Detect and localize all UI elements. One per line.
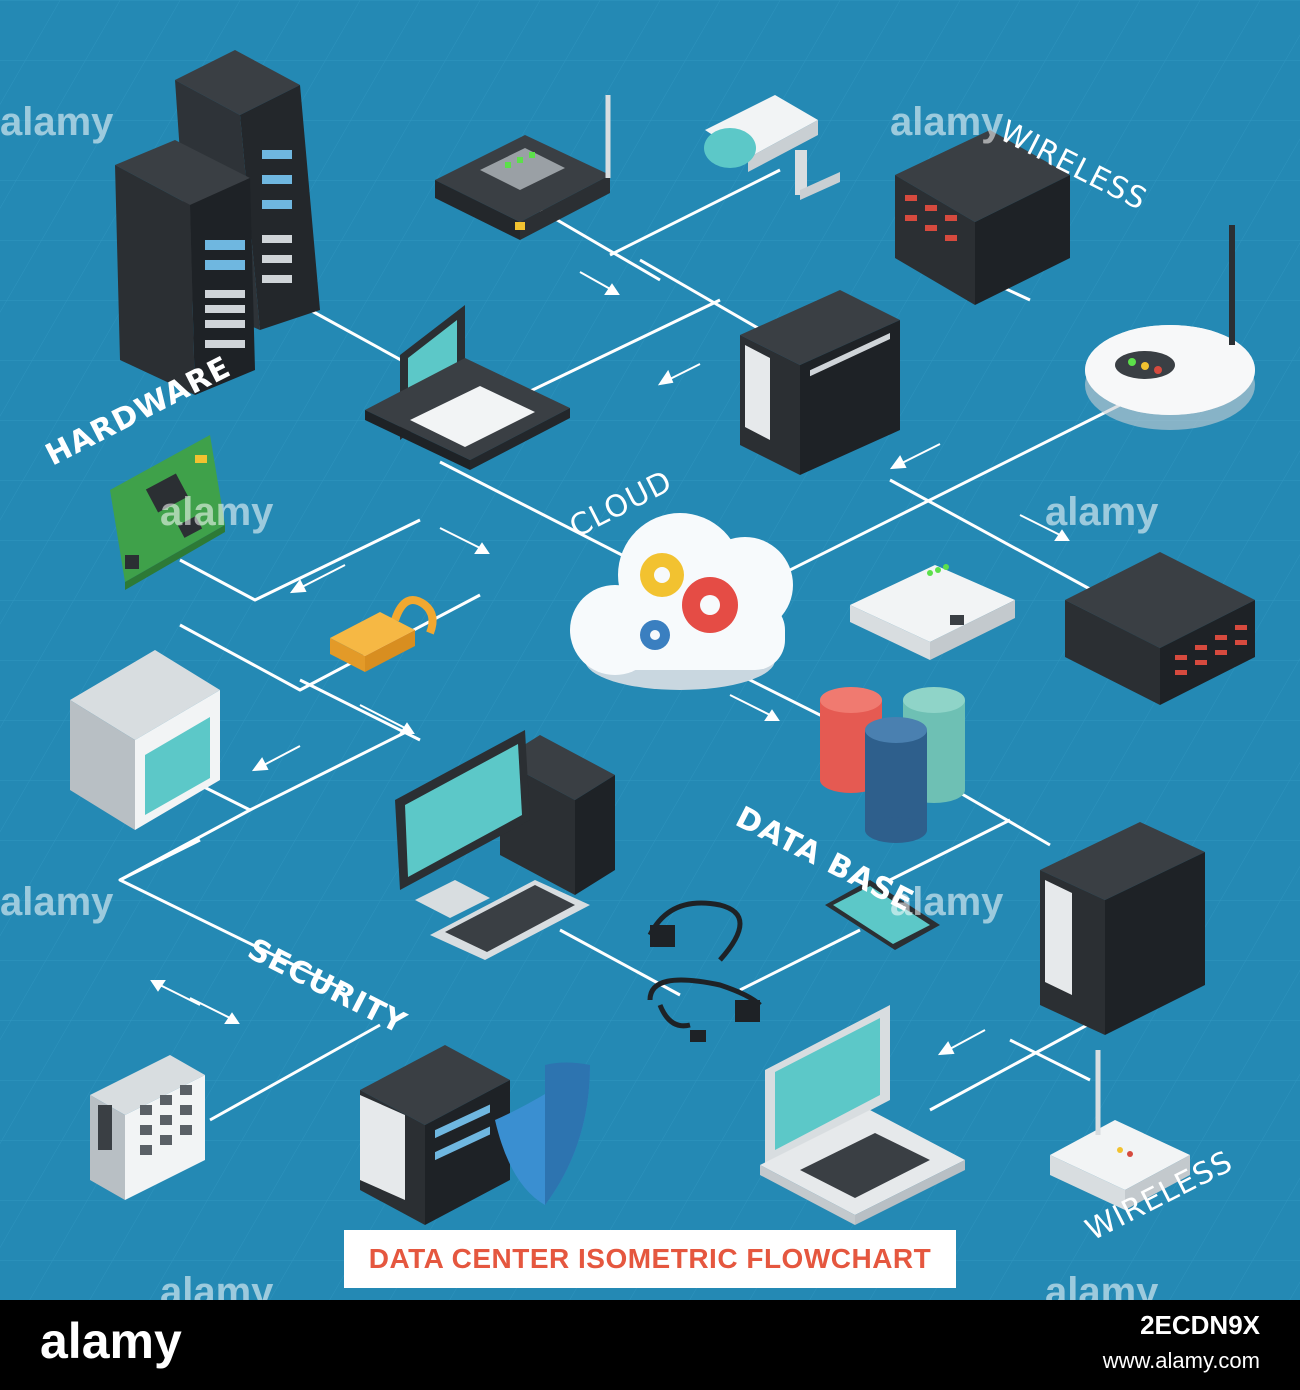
- flowchart-graphics: [0, 0, 1300, 1300]
- router-icon: [435, 95, 611, 240]
- flowchart-canvas: HARDWARE WIRELESS CLOUD DATA BASE SECURI…: [0, 0, 1300, 1300]
- circuit-board-icon: [110, 435, 225, 590]
- watermark: alamy: [0, 880, 114, 924]
- keypad-icon: [90, 1055, 205, 1200]
- watermark: alamy: [160, 1270, 274, 1300]
- wifi-router-icon: [1085, 225, 1255, 430]
- cloud-gears-icon: [570, 513, 793, 690]
- server-cabinet-icon: [740, 290, 900, 475]
- connection-lines: [118, 168, 1131, 1122]
- stock-bar: alamy 2ECDN9X www.alamy.com: [0, 1300, 1300, 1390]
- watermark: alamy: [0, 100, 114, 144]
- stock-image-id: 2ECDN9X: [1140, 1310, 1260, 1340]
- server-box-icon: [895, 130, 1070, 305]
- watermark: alamy: [890, 100, 1004, 144]
- watermark: alamy: [160, 490, 274, 534]
- crt-monitor-icon: [70, 650, 220, 830]
- laptop-icon: [365, 305, 570, 470]
- desktop-computer-icon: [395, 730, 615, 960]
- laptop-bottom-icon: [760, 1005, 965, 1225]
- stock-logo: alamy: [40, 1313, 182, 1369]
- watermark: alamy: [1045, 1270, 1159, 1300]
- shield-server-icon: [360, 1045, 590, 1225]
- flow-arrows: [150, 271, 1070, 1056]
- smartphone-icon: [825, 880, 940, 950]
- flowchart-title: DATA CENTER ISOMETRIC FLOWCHART: [344, 1230, 956, 1288]
- network-modem-icon: [850, 564, 1015, 660]
- stock-url: www.alamy.com: [1102, 1348, 1260, 1373]
- database-icon: [820, 687, 965, 843]
- server-rack-icon: [115, 50, 320, 395]
- server-cabinet-right-icon: [1040, 822, 1205, 1035]
- padlock-icon: [330, 596, 437, 672]
- server-box-right-icon: [1065, 552, 1255, 705]
- usb-cable-icon: [647, 900, 762, 1029]
- usb-connector-icon: [650, 925, 760, 1042]
- cctv-camera-icon: [704, 95, 840, 200]
- wifi-router-bottom-icon: [1050, 1050, 1190, 1210]
- watermark: alamy: [1045, 490, 1159, 534]
- watermark: alamy: [890, 880, 1004, 924]
